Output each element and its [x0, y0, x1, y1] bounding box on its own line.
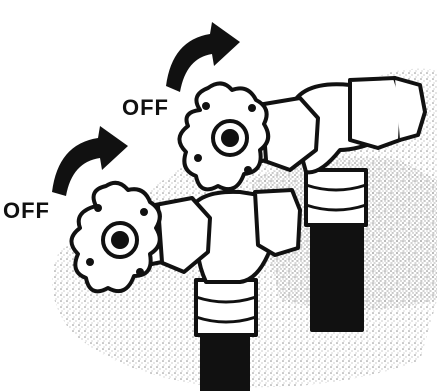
right-hose — [310, 213, 364, 332]
right-off-label: OFF — [122, 95, 169, 120]
left-valve — [136, 188, 302, 391]
turn-arrow-icon — [166, 22, 240, 92]
turn-arrow-icon — [52, 126, 128, 196]
valve-handle-icon — [69, 180, 162, 294]
left-off-label: OFF — [3, 198, 50, 223]
left-hose — [200, 328, 250, 391]
valve-handle-icon — [177, 81, 271, 192]
